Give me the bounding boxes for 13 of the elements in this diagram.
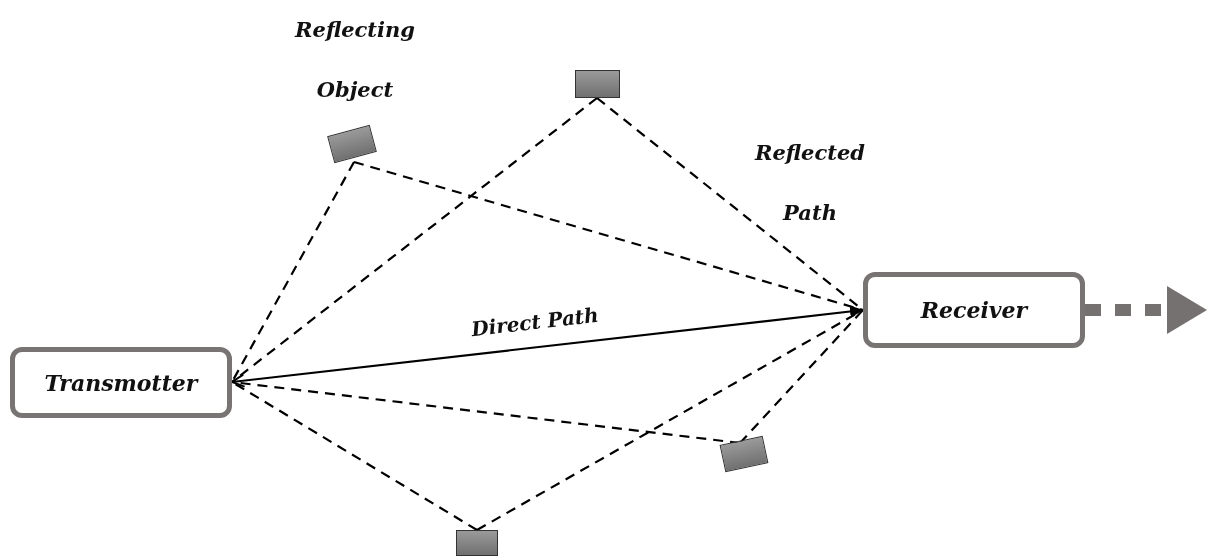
annotation-text: Reflected Path bbox=[753, 139, 866, 227]
transmitter-box bbox=[10, 347, 232, 418]
annotation-text: Reflecting Object bbox=[293, 16, 416, 104]
arrow bbox=[231, 305, 864, 388]
node-label: Transmotter bbox=[44, 369, 198, 396]
dashed-line bbox=[476, 309, 864, 531]
node-label: Receiver bbox=[920, 297, 1028, 323]
receiver-box bbox=[863, 272, 1085, 348]
dashed-line bbox=[353, 160, 864, 312]
dashed-line bbox=[231, 97, 598, 383]
reflector-block bbox=[456, 530, 498, 556]
reflector-block bbox=[575, 70, 620, 98]
output-arrow bbox=[1085, 286, 1207, 334]
